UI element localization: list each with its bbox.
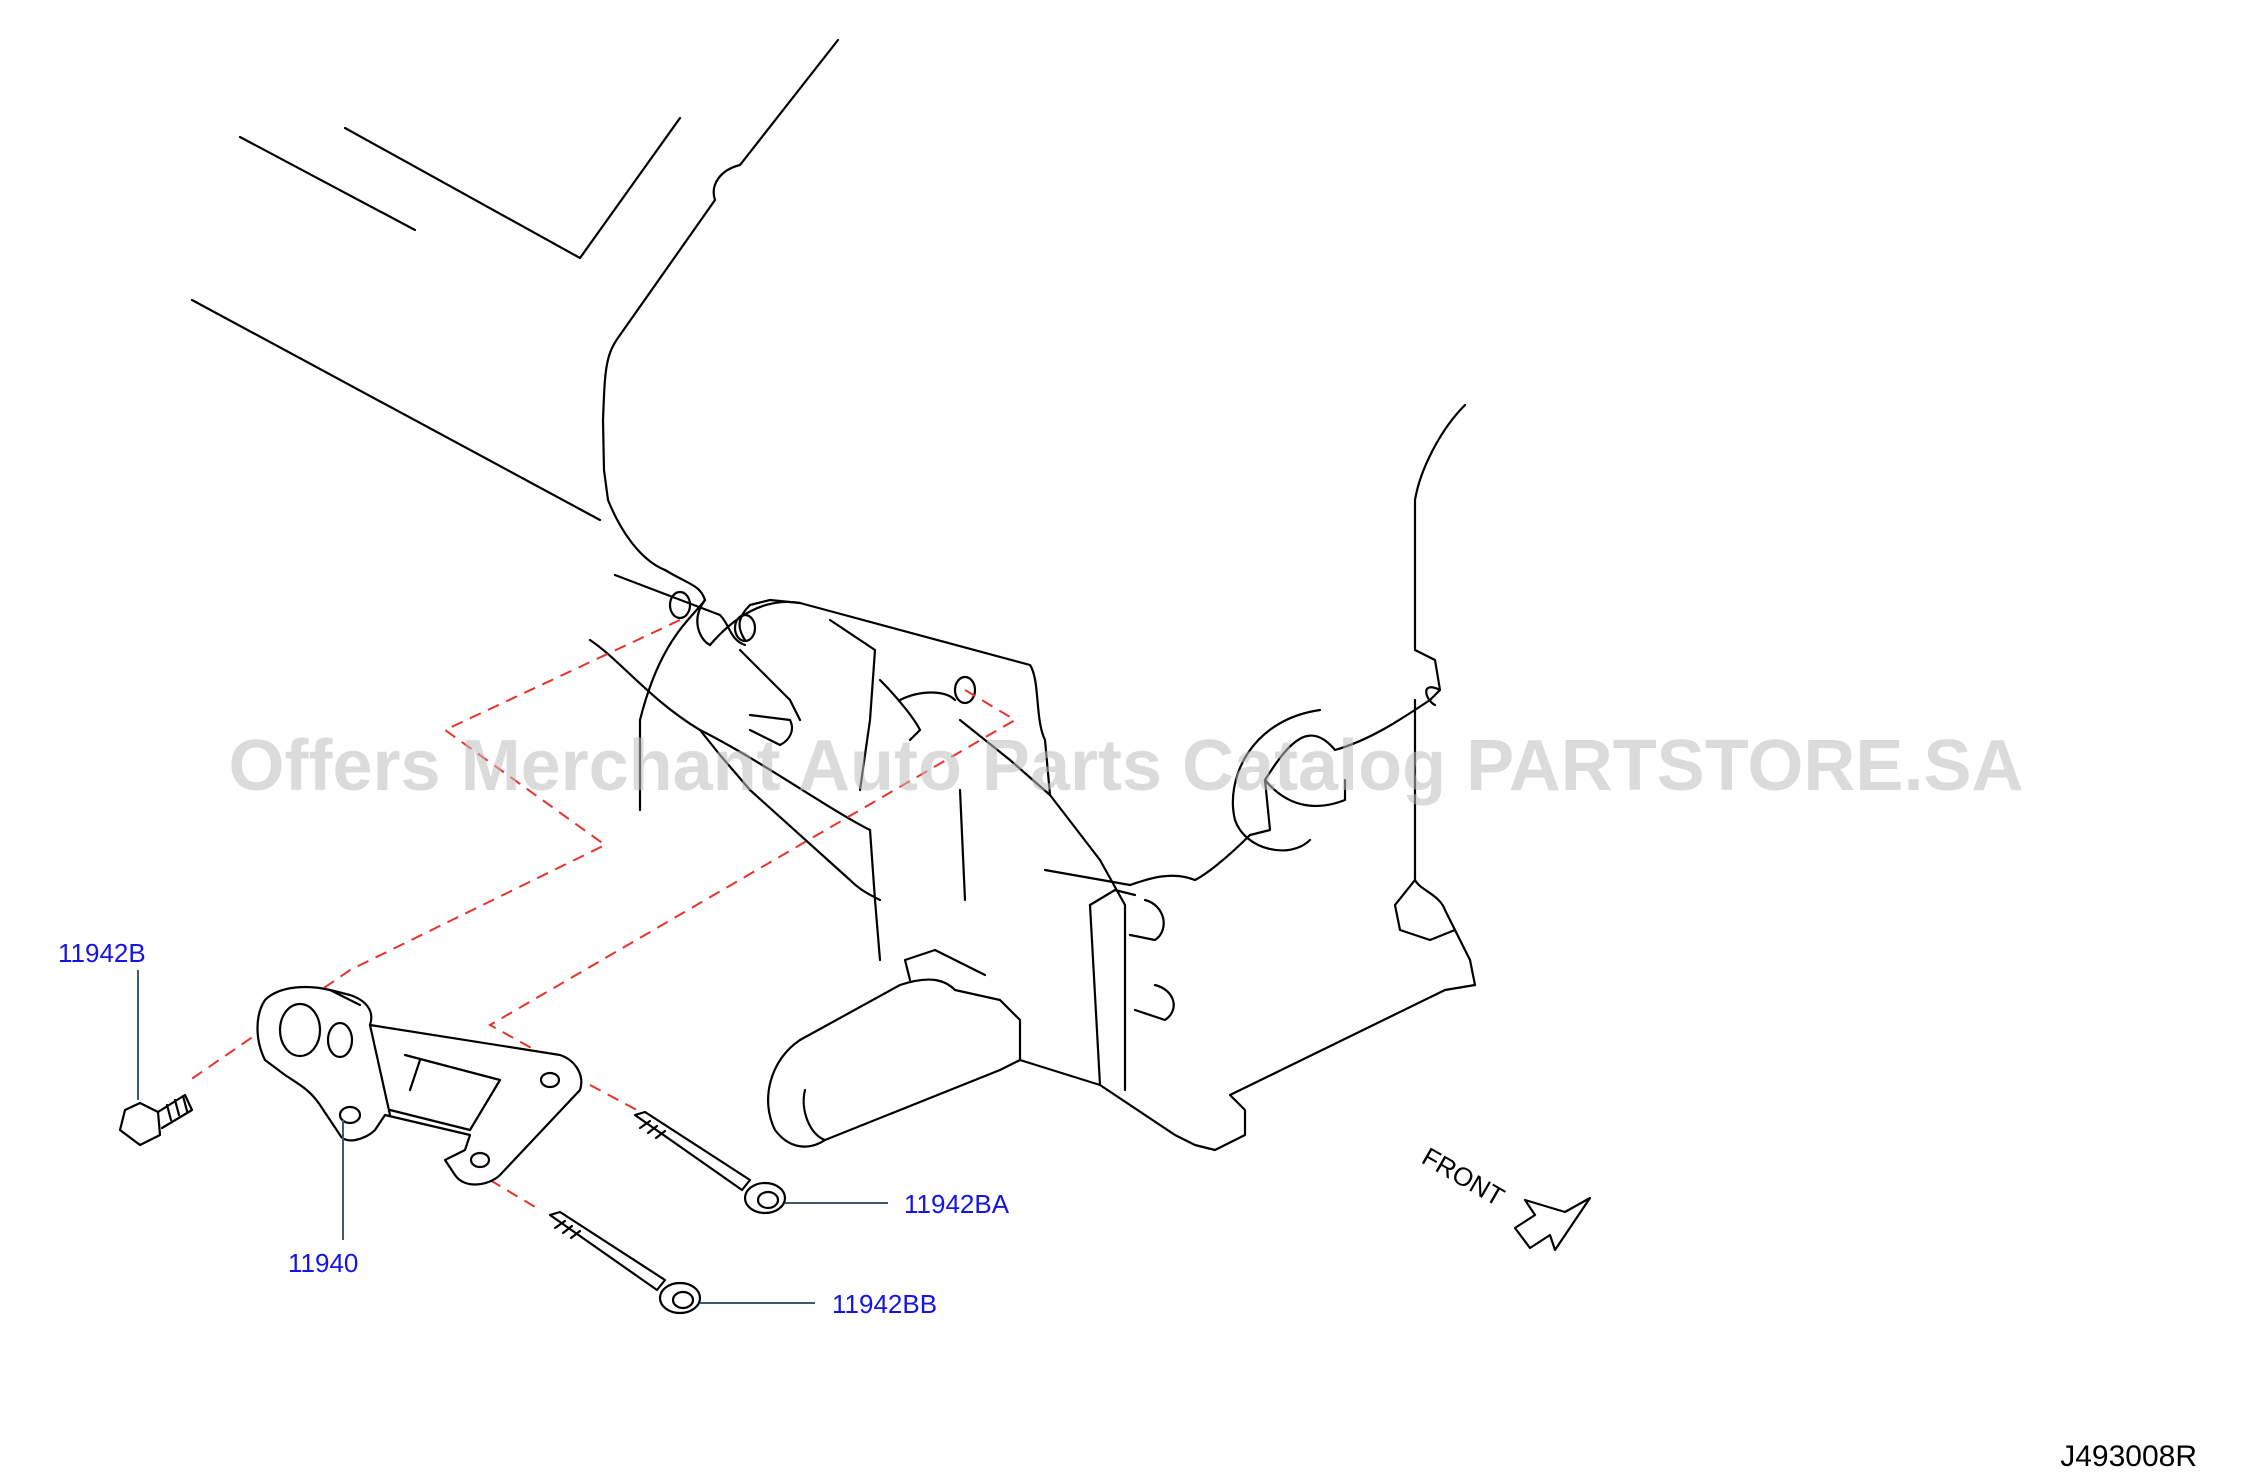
starter-motor-outline bbox=[767, 788, 1197, 1148]
bolt-11942b[interactable] bbox=[118, 1093, 194, 1147]
callout-11942b[interactable]: 11942B bbox=[58, 938, 146, 968]
bolt-11942ba[interactable] bbox=[633, 1110, 787, 1215]
engine-block-outline bbox=[190, 38, 1477, 1152]
watermark-text: Offers Merchant Auto Parts Catalog PARTS… bbox=[229, 726, 2024, 806]
callout-11942ba[interactable]: 11942BA bbox=[904, 1189, 1010, 1219]
callout-11942bb[interactable]: 11942BB bbox=[832, 1289, 937, 1319]
bracket-part[interactable] bbox=[256, 985, 583, 1186]
guide-line-bolt-bottom bbox=[489, 1179, 541, 1211]
front-direction-label: FRONT bbox=[1417, 1141, 1510, 1212]
front-arrow-icon bbox=[1513, 1196, 1592, 1252]
bolt-11942bb[interactable] bbox=[548, 1210, 702, 1315]
assembly-guide-lines bbox=[189, 619, 1017, 1211]
diagram-code: J493008R bbox=[2060, 1440, 2197, 1473]
guide-line-lower bbox=[487, 689, 1017, 1076]
callout-11940[interactable]: 11940 bbox=[288, 1248, 358, 1278]
callout-leaders bbox=[137, 970, 888, 1304]
